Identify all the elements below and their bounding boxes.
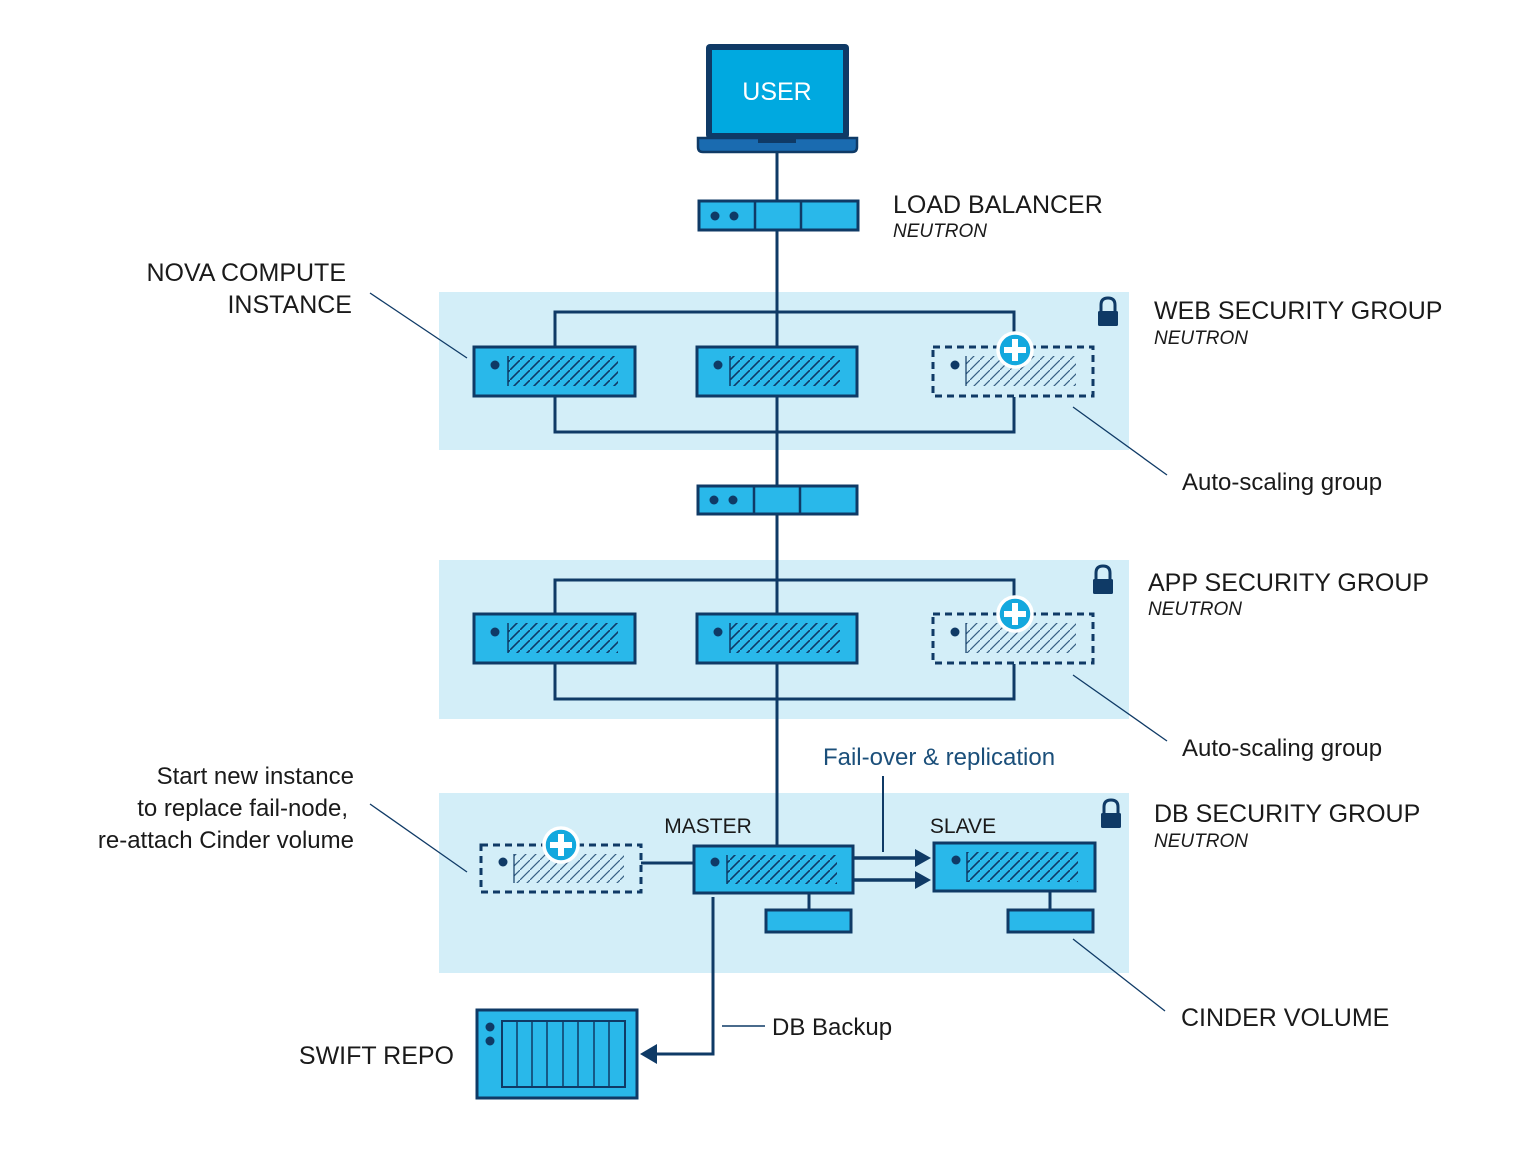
replace-note-line1: Start new instance <box>157 763 354 790</box>
db-group-subtitle: NEUTRON <box>1154 831 1248 852</box>
server-icon <box>472 345 637 398</box>
web-scaling-leader-line <box>1072 406 1168 476</box>
web-group-title: WEB SECURITY GROUP <box>1154 297 1442 325</box>
load-balancer-subtitle: NEUTRON <box>893 221 987 242</box>
disk-volume-icon <box>1006 908 1095 934</box>
user-label: USER <box>742 78 811 106</box>
nova-leader-line <box>369 292 468 359</box>
nova-label-line1: NOVA COMPUTE <box>146 259 346 287</box>
lock-icon <box>1101 798 1121 828</box>
storage-rack-icon <box>475 1008 639 1100</box>
server-icon <box>695 612 859 665</box>
swift-repo-label: SWIFT REPO <box>299 1042 454 1070</box>
db-backup-arrowhead <box>640 1044 657 1064</box>
server-icon <box>932 841 1097 893</box>
replication-arrows <box>853 776 931 889</box>
web-scaling-note: Auto-scaling group <box>1182 469 1382 496</box>
cinder-leader-line <box>1072 938 1166 1012</box>
app-scaling-leader-line <box>1072 674 1168 742</box>
cinder-volume-label: CINDER VOLUME <box>1181 1004 1389 1032</box>
failover-label: Fail-over & replication <box>823 744 1055 771</box>
replace-note-line2: to replace fail-node, <box>137 795 348 822</box>
lock-icon <box>1093 564 1113 594</box>
master-label: MASTER <box>664 815 752 838</box>
app-scaling-note: Auto-scaling group <box>1182 735 1382 762</box>
app-group-bottom-connector <box>553 663 1016 701</box>
plus-circle-icon <box>996 331 1034 369</box>
db-backup-line <box>656 897 715 1056</box>
web-group-bottom-connector <box>553 396 1016 434</box>
web-group-top-connector <box>553 310 1016 347</box>
disk-volume-icon <box>764 908 853 934</box>
load-balancer-title: LOAD BALANCER <box>893 191 1103 219</box>
replace-note-line3: re-attach Cinder volume <box>98 827 354 854</box>
app-group-subtitle: NEUTRON <box>1148 599 1242 620</box>
load-balancer-icon <box>697 199 860 232</box>
slave-label: SLAVE <box>930 815 996 838</box>
plus-circle-icon <box>996 595 1034 633</box>
app-group-top-connector <box>553 578 1016 614</box>
plus-circle-icon <box>542 826 580 864</box>
laptop-icon <box>696 44 859 154</box>
load-balancer-icon <box>696 484 859 516</box>
server-icon <box>695 345 859 398</box>
lock-icon <box>1098 296 1118 326</box>
db-group-title: DB SECURITY GROUP <box>1154 800 1420 828</box>
nova-label-line2: INSTANCE <box>227 291 352 319</box>
server-icon <box>931 612 1095 665</box>
db-backup-label: DB Backup <box>772 1014 892 1041</box>
server-icon <box>472 612 637 665</box>
replace-leader-line <box>369 803 468 873</box>
app-group-title: APP SECURITY GROUP <box>1148 569 1429 597</box>
server-icon <box>692 844 855 895</box>
web-group-subtitle: NEUTRON <box>1154 328 1248 349</box>
